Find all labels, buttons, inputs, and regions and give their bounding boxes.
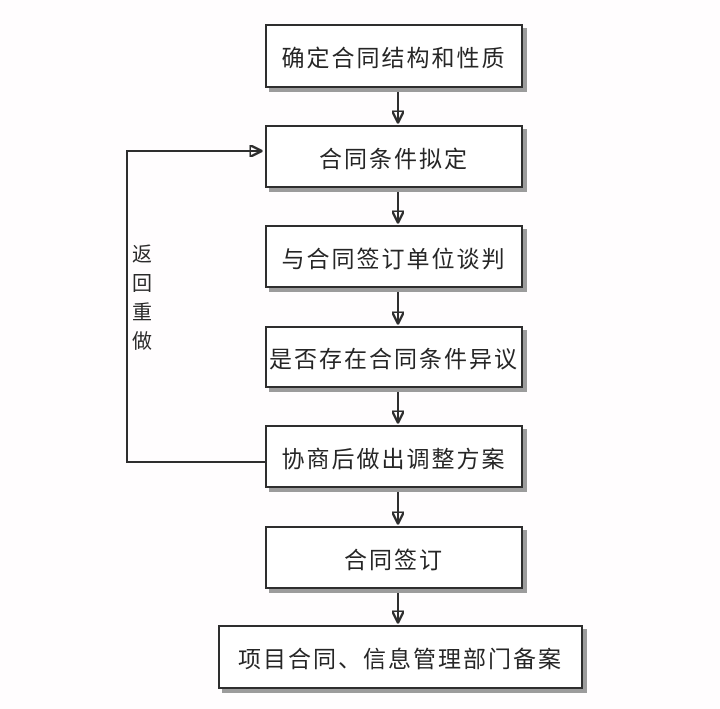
flow-node-label: 是否存在合同条件异议 bbox=[269, 347, 519, 372]
flow-node-filing-with-departments: 项目合同、信息管理部门备案 bbox=[218, 625, 583, 689]
flow-node-label: 与合同签订单位谈判 bbox=[281, 246, 507, 272]
flow-node-adjustment-plan: 协商后做出调整方案 bbox=[265, 425, 523, 488]
flow-node-label: 项目合同、信息管理部门备案 bbox=[238, 647, 563, 672]
feedback-loop-connector bbox=[126, 151, 265, 463]
flow-node-determine-contract-structure: 确定合同结构和性质 bbox=[265, 24, 523, 88]
flow-node-label: 合同签订 bbox=[344, 547, 444, 573]
flow-node-label: 确定合同结构和性质 bbox=[281, 46, 507, 71]
flow-node-label: 合同条件拟定 bbox=[319, 146, 469, 172]
flow-node-check-term-objections: 是否存在合同条件异议 bbox=[265, 326, 523, 388]
flow-node-draft-contract-terms: 合同条件拟定 bbox=[265, 125, 523, 188]
flow-node-contract-signing: 合同签订 bbox=[265, 526, 523, 589]
flow-node-label: 协商后做出调整方案 bbox=[281, 446, 507, 472]
feedback-loop-label: 返回重做 bbox=[132, 244, 152, 353]
flow-node-negotiate-with-signing-party: 与合同签订单位谈判 bbox=[265, 225, 523, 288]
